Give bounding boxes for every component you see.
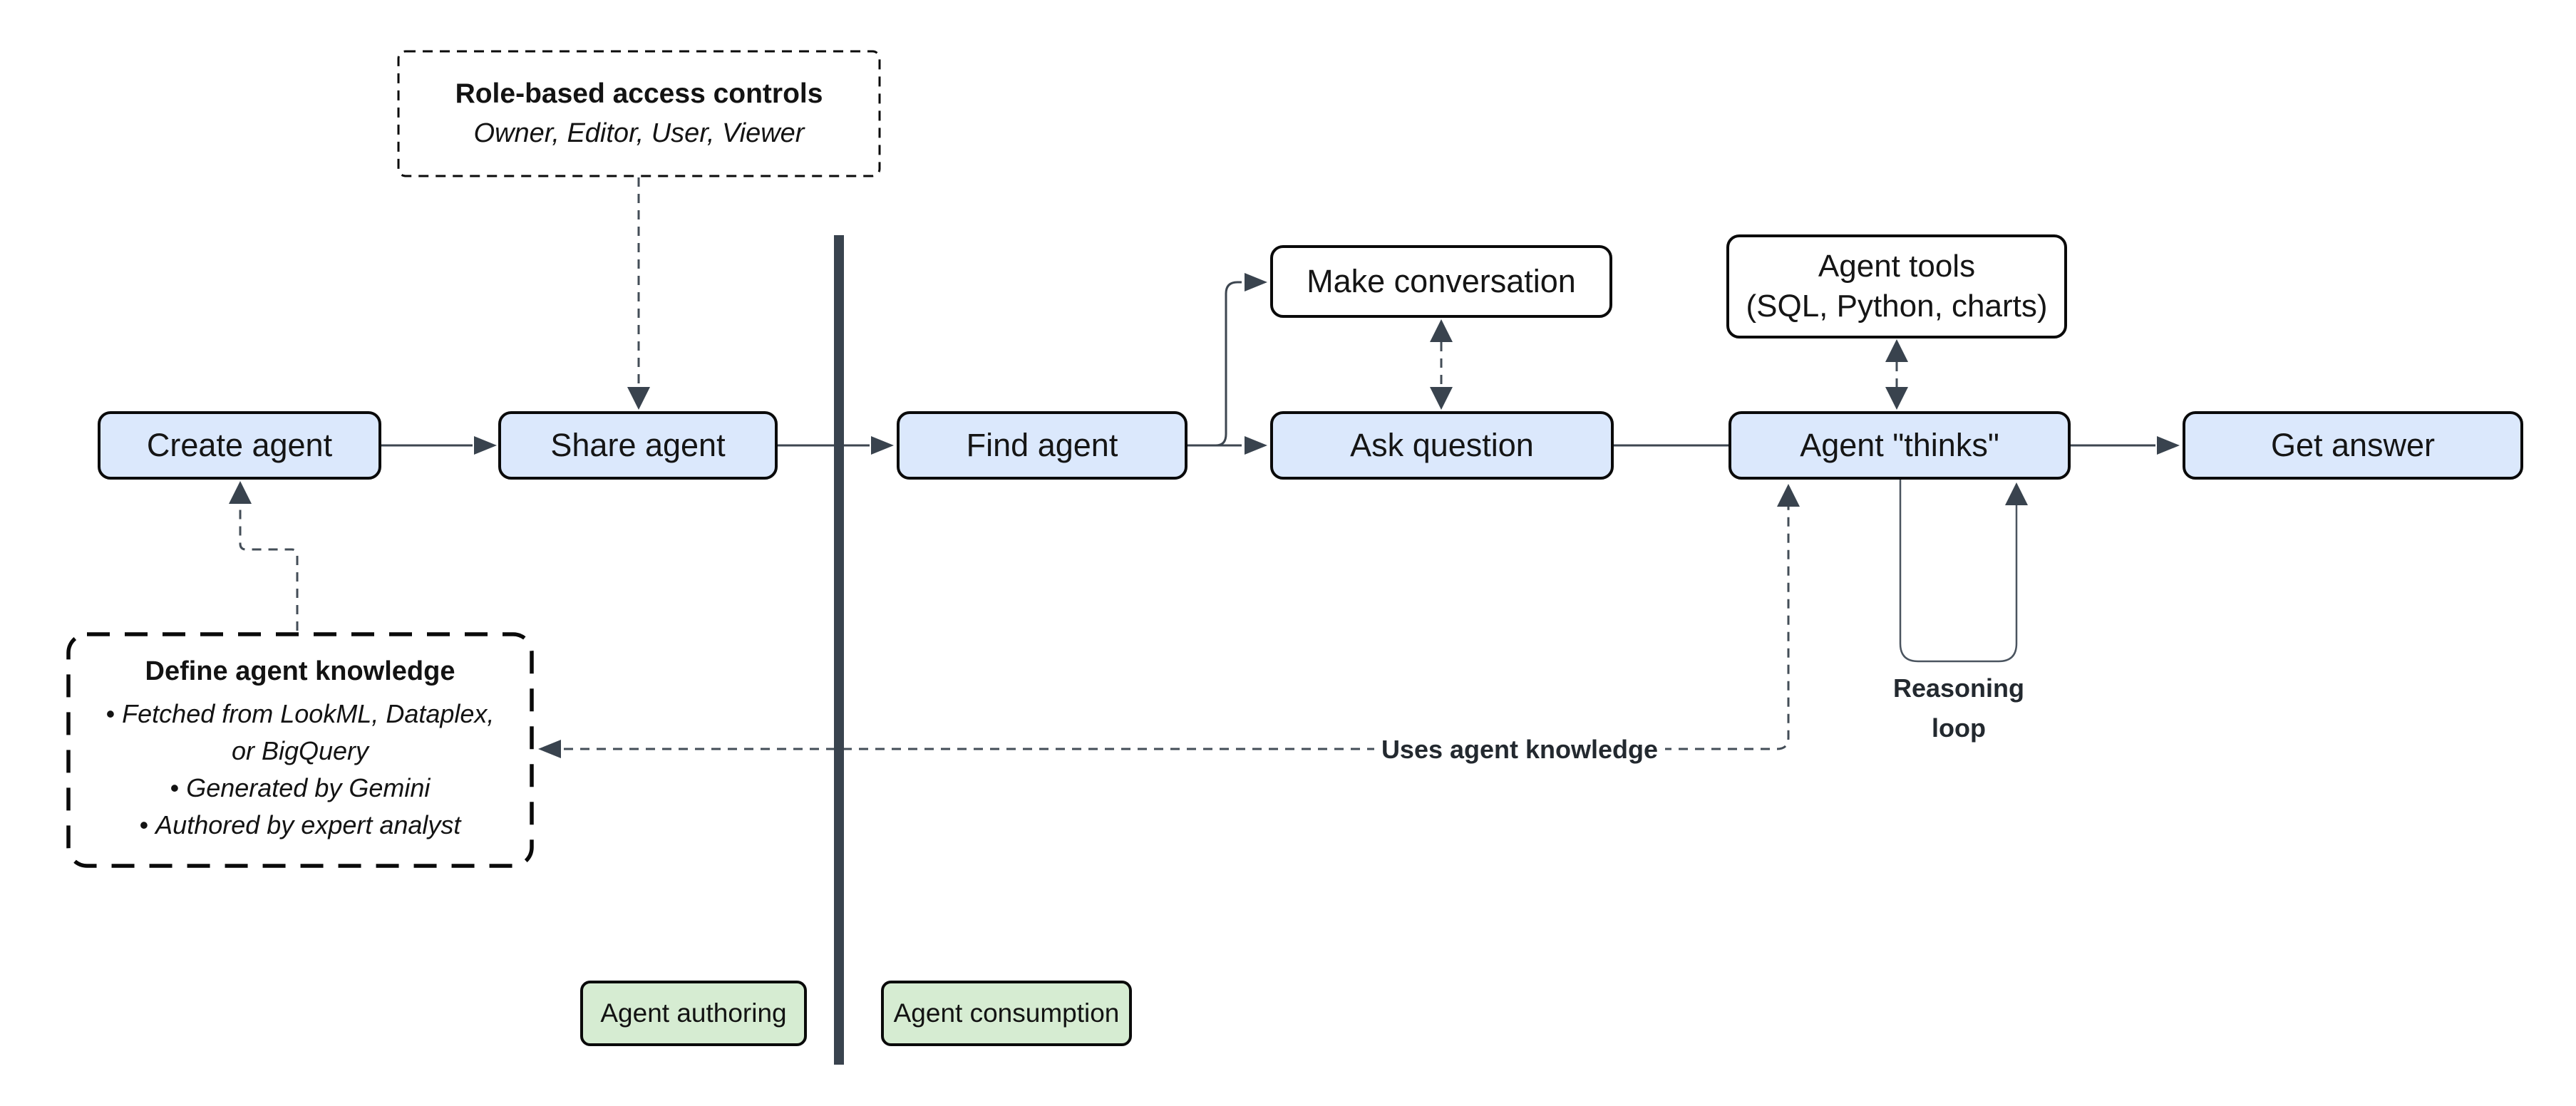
knowledge-bullet: Generated by Gemini <box>106 770 495 807</box>
reasoning-loop-label: Reasoning loop <box>1892 673 2025 743</box>
connector-find-makeconversation <box>1215 281 1242 447</box>
knowledge-bullet-list: Fetched from LookML, Dataplex, or BigQue… <box>106 696 495 844</box>
node-make-conversation: Make conversation <box>1270 245 1612 318</box>
role-access-title: Role-based access controls <box>455 78 823 109</box>
lane-authoring-label: Agent authoring <box>600 998 787 1028</box>
knowledge-bullet: Authored by expert analyst <box>106 807 495 844</box>
connector-uses-knowledge <box>564 507 1790 750</box>
node-share-agent: Share agent <box>498 411 778 480</box>
arrowhead-into-knowledge <box>538 740 561 758</box>
node-agent-thinks-label: Agent "thinks" <box>1800 427 1999 463</box>
arrowhead-into-makeconversation <box>1245 273 1267 291</box>
node-create-agent-label: Create agent <box>146 427 333 463</box>
node-get-answer: Get answer <box>2183 411 2523 480</box>
node-agent-tools-label: Agent tools <box>1818 248 1976 284</box>
uses-knowledge-label: Uses agent knowledge <box>1374 728 1665 771</box>
lane-consumption-label: Agent consumption <box>893 998 1120 1028</box>
lane-badge-agent-consumption: Agent consumption <box>881 981 1132 1046</box>
arrowhead-into-ask <box>1245 436 1267 455</box>
arrowhead-into-find <box>871 436 894 455</box>
arrowhead-uses-up <box>1777 484 1800 507</box>
node-agent-thinks: Agent "thinks" <box>1729 411 2071 480</box>
arrowhead-into-answer <box>2157 436 2180 455</box>
arrowhead-knowledge-up <box>229 481 252 504</box>
arrowhead-makeconversation-up <box>1430 319 1453 342</box>
connector-knowledge-create <box>239 504 299 631</box>
node-create-agent: Create agent <box>98 411 381 480</box>
arrowhead-tools-up <box>1885 339 1908 362</box>
arrowhead-thinks-down <box>1885 387 1908 410</box>
knowledge-title: Define agent knowledge <box>145 656 455 686</box>
node-find-agent-label: Find agent <box>966 427 1118 463</box>
node-agent-tools-sublabel: (SQL, Python, charts) <box>1746 289 2048 324</box>
role-access-subtitle: Owner, Editor, User, Viewer <box>473 118 805 148</box>
reasoning-loop-path <box>1899 480 2018 663</box>
role-access-box-border <box>397 50 881 177</box>
node-ask-question-label: Ask question <box>1350 427 1534 463</box>
arrowhead-roles-down <box>627 387 650 410</box>
arrowhead-ask-down <box>1430 387 1453 410</box>
node-find-agent: Find agent <box>897 411 1187 480</box>
node-agent-tools: Agent tools (SQL, Python, charts) <box>1726 234 2067 338</box>
role-access-box: Role-based access controls Owner, Editor… <box>398 51 880 176</box>
knowledge-bullet: Fetched from LookML, Dataplex, or BigQue… <box>106 696 495 770</box>
node-ask-question: Ask question <box>1270 411 1614 480</box>
node-get-answer-label: Get answer <box>2270 427 2436 463</box>
arrowhead-reasoning-loop <box>2005 482 2028 505</box>
lane-badge-agent-authoring: Agent authoring <box>580 981 807 1046</box>
knowledge-box: Define agent knowledge Fetched from Look… <box>68 634 532 866</box>
node-share-agent-label: Share agent <box>550 427 726 463</box>
node-make-conversation-label: Make conversation <box>1307 263 1576 299</box>
arrowhead-into-share <box>474 436 497 455</box>
